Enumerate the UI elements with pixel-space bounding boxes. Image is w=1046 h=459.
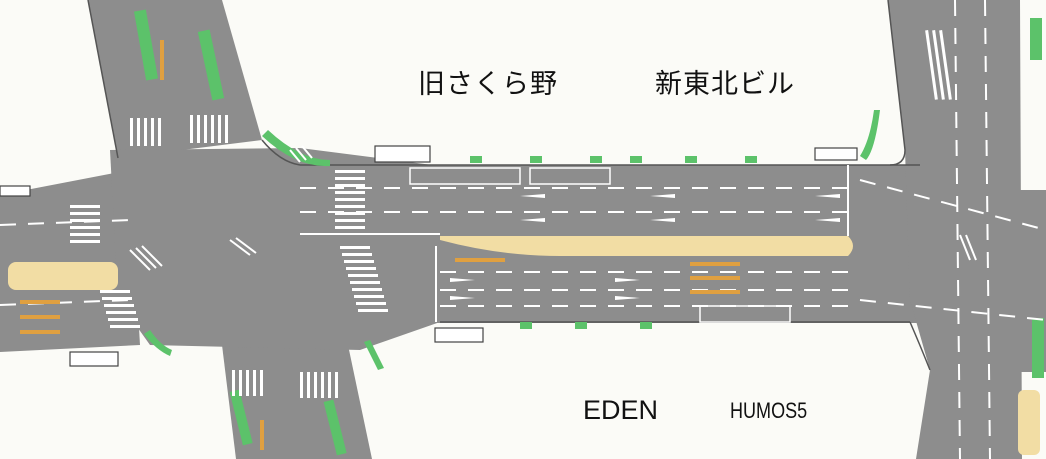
- planting-ne-corner: [860, 110, 880, 160]
- arrow-1: [520, 194, 545, 198]
- curb-nw-west: [87, 0, 119, 159]
- hatched-zones: [129, 145, 977, 271]
- orange-arrow-2: [690, 262, 740, 266]
- orange-arrow-5: [20, 300, 60, 304]
- orange-arrow-3: [690, 276, 740, 280]
- shelter-west-top: [0, 185, 31, 197]
- crosswalk-main-north: [335, 170, 388, 312]
- arrow-8: [615, 278, 640, 282]
- crosswalk-west: [70, 205, 140, 328]
- curb-corner-se: [909, 321, 931, 371]
- arrow-9: [450, 296, 475, 300]
- median-main: [440, 236, 853, 256]
- planting-strips: [134, 9, 1044, 456]
- medians: [8, 236, 1040, 455]
- direction-arrows: [450, 194, 840, 300]
- orange-arrow-6: [20, 315, 60, 319]
- planting-north-4: [630, 156, 642, 163]
- curb-corner-ne: [887, 0, 906, 166]
- road-text-box-2: [529, 167, 611, 185]
- crosswalk-east: [925, 30, 952, 100]
- crosswalk-northwest: [130, 115, 228, 146]
- shelter-north-2: [814, 147, 858, 161]
- planting-north-1: [470, 156, 482, 163]
- building-label-sakurano: 旧さくら野: [418, 69, 558, 100]
- planting-sw-corner: [364, 340, 384, 370]
- building-label-humos: HUMOS5: [730, 398, 808, 423]
- median-east: [1018, 390, 1040, 455]
- bus-stop-shelters: [0, 145, 858, 367]
- road-text-box-3: [699, 305, 791, 323]
- crosswalks: [70, 30, 952, 398]
- planting-south-2: [575, 322, 587, 329]
- arrow-10: [615, 296, 640, 300]
- road-text-box-1: [409, 167, 521, 185]
- arrow-5: [650, 218, 675, 222]
- building-label-shintohoku: 新東北ビル: [655, 69, 795, 100]
- orange-arrows: [20, 40, 740, 450]
- stop-lines: [300, 165, 849, 322]
- planting-nw-corner: [262, 130, 330, 167]
- orange-arrow-8: [160, 40, 164, 80]
- planting-north-2: [530, 156, 542, 163]
- road-text-boxes: [409, 167, 791, 323]
- planting-east-1: [1030, 18, 1042, 60]
- planting-north-5: [685, 156, 697, 163]
- orange-arrow-9: [260, 420, 264, 450]
- arrow-2: [650, 194, 675, 198]
- crosswalk-southwest: [232, 370, 338, 398]
- orange-arrow-1: [455, 258, 505, 262]
- arrow-6: [815, 218, 840, 222]
- shelter-north-1: [374, 145, 431, 163]
- planting-west-corner: [144, 330, 172, 356]
- building-label-eden: EDEN: [583, 395, 659, 425]
- planting-sw-1: [229, 389, 253, 446]
- arrow-3: [815, 194, 840, 198]
- planting-sw-2: [323, 399, 347, 456]
- planting-nw-2: [197, 29, 225, 101]
- arrow-4: [520, 218, 545, 222]
- planting-north-3: [590, 156, 602, 163]
- orange-arrow-4: [690, 290, 740, 294]
- shelter-west: [69, 351, 119, 367]
- planting-south-1: [520, 322, 532, 329]
- planting-south-3: [640, 322, 652, 329]
- curb-corner-nw: [261, 139, 301, 166]
- orange-arrow-7: [20, 330, 60, 334]
- planting-nw-1: [134, 9, 158, 81]
- planting-north-6: [745, 156, 757, 163]
- curb-lines: [87, 0, 931, 371]
- shelter-south: [434, 327, 484, 343]
- arrow-7: [450, 278, 475, 282]
- planting-east-2: [1032, 318, 1044, 378]
- median-west: [8, 262, 118, 290]
